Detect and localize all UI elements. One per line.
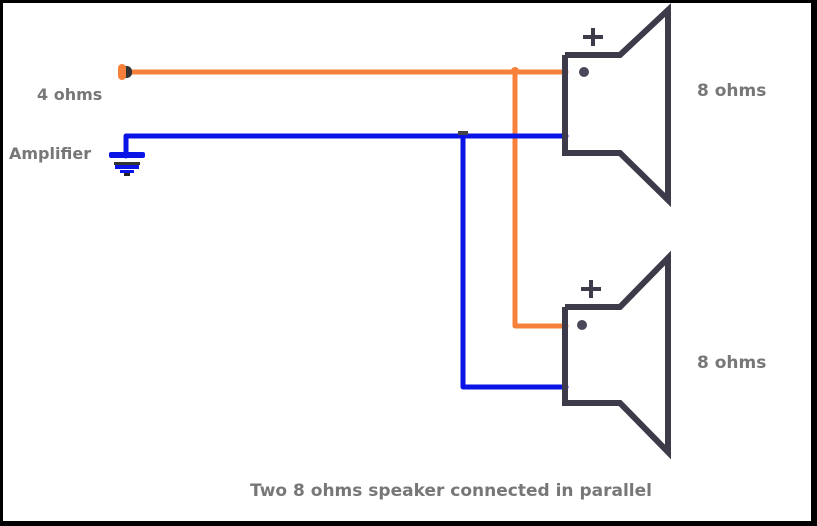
amplifier-impedance-label: 4 ohms — [37, 85, 103, 104]
speaker-1-terminal-dot — [579, 67, 589, 77]
speaker-1-plus-mark — [583, 28, 603, 46]
diagram-canvas: 4 ohms Amplifier 8 ohms 8 ohms Two 8 ohm… — [3, 3, 811, 521]
amp-positive-terminal-icon — [118, 64, 132, 80]
negative-junction-mark — [458, 131, 468, 135]
speaker-1-impedance-label: 8 ohms — [697, 81, 767, 101]
positive-junction-dot — [511, 67, 519, 75]
negative-wire — [123, 133, 569, 390]
ground-icon — [109, 152, 145, 176]
positive-wire — [119, 67, 569, 329]
speaker-1-icon — [562, 3, 671, 208]
speaker-2-impedance-label: 8 ohms — [697, 353, 767, 373]
diagram-caption: Two 8 ohms speaker connected in parallel — [250, 481, 652, 501]
speaker-2-plus-mark — [581, 280, 601, 298]
wiring-svg — [109, 3, 671, 460]
amplifier-label: Amplifier — [9, 144, 92, 163]
speaker-2-icon — [562, 250, 671, 460]
speaker-2-terminal-dot — [577, 320, 587, 330]
